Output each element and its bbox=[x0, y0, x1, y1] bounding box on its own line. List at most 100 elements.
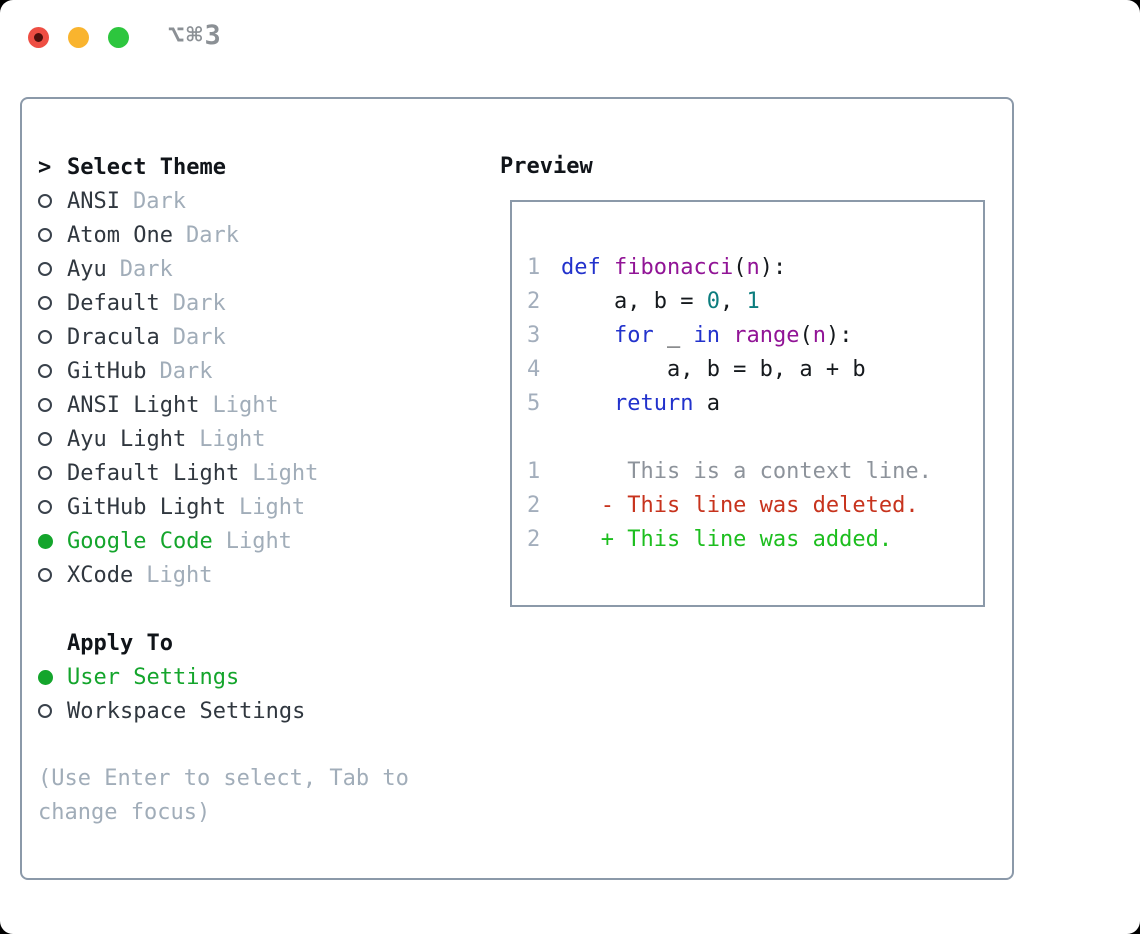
line-number: 3 bbox=[527, 323, 541, 348]
code-token-pl bbox=[561, 387, 614, 421]
radio-circle bbox=[38, 296, 52, 310]
code-token-pl bbox=[720, 319, 733, 353]
code-line: 4 a, b = b, a + b bbox=[527, 353, 983, 387]
radio-icon bbox=[38, 432, 67, 446]
diff-line-deleted: 2 - This line was deleted. bbox=[527, 489, 983, 523]
code-token-pl: a, b = b, a + b bbox=[561, 357, 866, 382]
radio-circle bbox=[38, 533, 53, 549]
code-token-pl: ( bbox=[733, 255, 747, 280]
theme-variant-badge: Dark bbox=[172, 324, 226, 350]
line-number: 2 bbox=[527, 289, 541, 314]
line-number: 5 bbox=[527, 391, 541, 416]
close-button[interactable] bbox=[28, 27, 49, 48]
line-number: 1 bbox=[527, 255, 541, 280]
code-line: 5 return a bbox=[527, 387, 983, 421]
theme-name: ANSI bbox=[67, 188, 120, 214]
theme-option-default-light[interactable]: Default Light Light bbox=[38, 456, 478, 490]
theme-option-ansi[interactable]: ANSI Dark bbox=[38, 184, 478, 218]
code-token-num: 0 bbox=[706, 289, 720, 314]
apply-option-workspace-settings[interactable]: Workspace Settings bbox=[38, 694, 478, 728]
radio-icon bbox=[38, 228, 67, 242]
theme-name: Dracula bbox=[67, 324, 160, 350]
theme-variant-badge: Light bbox=[225, 528, 292, 554]
radio-circle bbox=[38, 228, 52, 242]
radio-selected-icon bbox=[38, 533, 67, 549]
spacer bbox=[38, 728, 478, 762]
radio-icon bbox=[38, 398, 67, 412]
help-text: (Use Enter to select, Tab to change focu… bbox=[38, 766, 409, 825]
theme-variant-badge: Light bbox=[212, 392, 279, 418]
line-number: 2 bbox=[527, 493, 541, 518]
code-token-fn: n bbox=[746, 255, 760, 280]
radio-icon bbox=[38, 330, 67, 344]
radio-circle bbox=[38, 262, 52, 276]
theme-name: Ayu Light bbox=[67, 426, 187, 452]
theme-variant-badge: Dark bbox=[119, 256, 173, 282]
radio-circle bbox=[38, 432, 52, 446]
diff-text: + This line was added. bbox=[561, 527, 893, 552]
diff-line-context: 1 This is a context line. bbox=[527, 455, 983, 489]
radio-icon bbox=[38, 296, 67, 310]
window-controls bbox=[28, 27, 129, 48]
theme-variant-badge: Dark bbox=[185, 222, 239, 248]
theme-name: XCode bbox=[67, 562, 134, 588]
code-token-pl: a, b = bbox=[561, 289, 707, 314]
radio-icon bbox=[38, 500, 67, 514]
radio-circle bbox=[38, 194, 52, 208]
code-token-fn: fibonacci bbox=[614, 255, 734, 280]
radio-circle bbox=[38, 568, 52, 582]
zoom-button[interactable] bbox=[108, 27, 129, 48]
minimize-button[interactable] bbox=[68, 27, 89, 48]
radio-icon bbox=[38, 194, 67, 208]
code-token-pl: _ bbox=[653, 323, 694, 348]
theme-variant-badge: Light bbox=[146, 562, 213, 588]
theme-option-xcode[interactable]: XCode Light bbox=[38, 558, 478, 592]
window-shortcut-label: ⌥⌘3 bbox=[168, 20, 223, 51]
code-token-pl: a bbox=[693, 391, 720, 416]
code-token-pl: ): bbox=[825, 323, 853, 348]
theme-option-dracula[interactable]: Dracula Dark bbox=[38, 320, 478, 354]
code-token-num: 1 bbox=[746, 289, 760, 314]
apply-option-user-settings[interactable]: User Settings bbox=[38, 660, 478, 694]
theme-name: Default Light bbox=[67, 460, 240, 486]
radio-selected-icon bbox=[38, 669, 67, 685]
code-token-pl: ): bbox=[759, 255, 787, 280]
code-line: 3 for _ in range(n): bbox=[527, 319, 983, 353]
radio-icon bbox=[38, 364, 67, 378]
radio-circle bbox=[38, 704, 52, 718]
apply-to-title: Apply To bbox=[67, 630, 173, 656]
theme-list-header: > Select Theme bbox=[38, 150, 478, 184]
line-number: 2 bbox=[527, 527, 541, 552]
preview-title: Preview bbox=[500, 154, 593, 179]
radio-circle bbox=[38, 330, 52, 344]
code-token-pl bbox=[601, 251, 614, 285]
code-line: 1 def fibonacci(n): bbox=[527, 251, 983, 285]
cursor-icon: > bbox=[38, 154, 52, 180]
theme-list-title: Select Theme bbox=[67, 154, 226, 180]
code-token-kw: return bbox=[613, 391, 694, 416]
diff-text: This is a context line. bbox=[561, 459, 932, 484]
theme-name: GitHub Light bbox=[67, 494, 226, 520]
apply-option-label: Workspace Settings bbox=[67, 698, 306, 724]
radio-circle bbox=[38, 466, 52, 480]
blank-line bbox=[527, 421, 983, 455]
code-token-kw: def bbox=[561, 255, 601, 280]
line-number: 1 bbox=[527, 459, 541, 484]
diff-text: - This line was deleted. bbox=[561, 493, 919, 518]
code-token-kw: for bbox=[613, 323, 654, 348]
theme-variant-badge: Dark bbox=[132, 188, 186, 214]
code-token-pl: ( bbox=[799, 323, 813, 348]
diff-line-added: 2 + This line was added. bbox=[527, 523, 983, 557]
theme-variant-badge: Light bbox=[252, 460, 319, 486]
